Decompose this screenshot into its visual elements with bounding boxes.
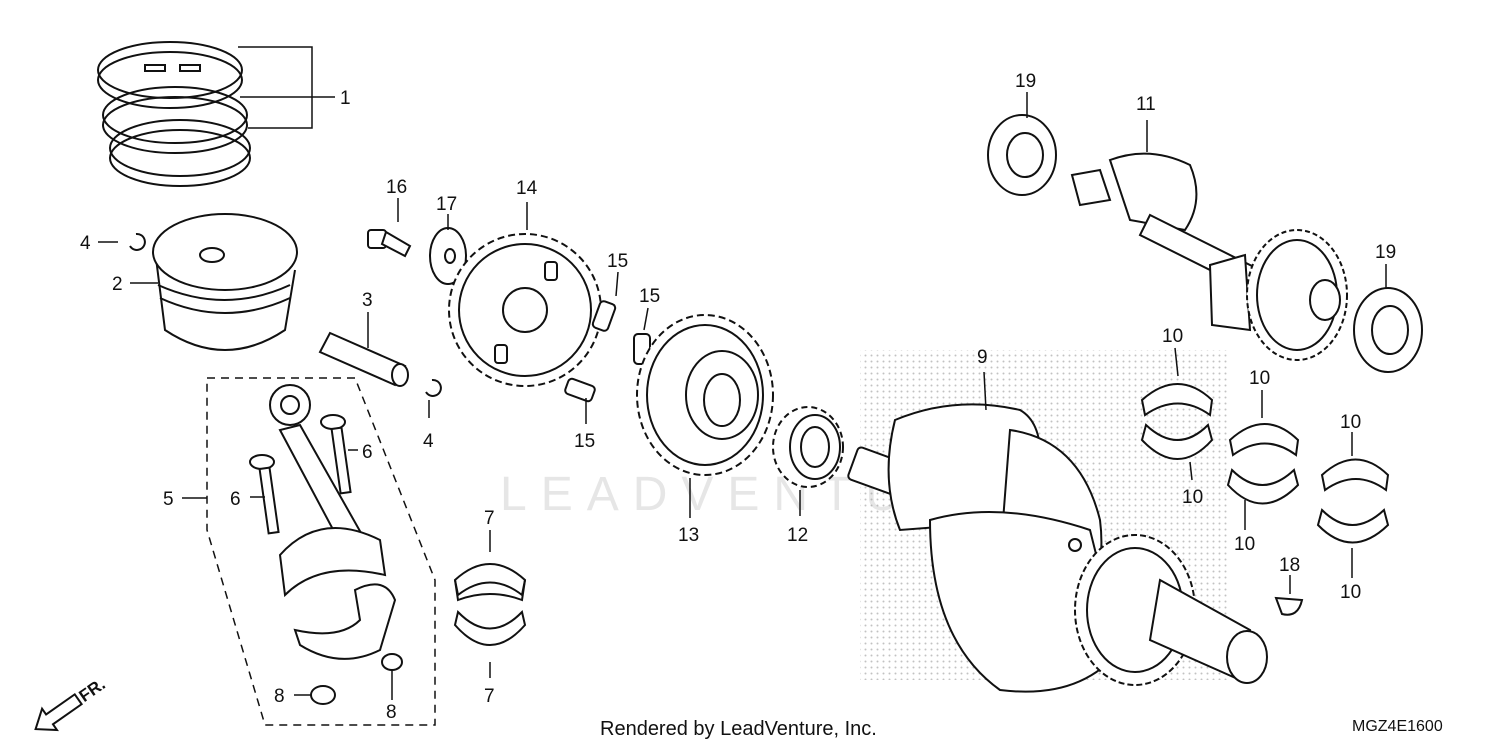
callout-12: 12 [787,525,808,546]
balancer-bearing-left[interactable] [987,114,1057,196]
rod-bolt-left[interactable] [249,454,280,535]
sub-gear[interactable] [448,233,602,387]
callout-6-right: 6 [362,442,373,463]
piston-pin[interactable] [318,331,409,387]
callout-15-b: 15 [639,286,660,307]
main-bearing-2-upper[interactable] [1228,423,1300,457]
main-bearing-3-lower[interactable] [1316,508,1390,544]
main-bearing-1-upper[interactable] [1140,383,1214,417]
primary-drive-gear[interactable] [636,314,774,476]
callout-14: 14 [516,178,538,199]
woodruff-key[interactable] [1274,596,1304,616]
balancer-shaft[interactable] [1070,152,1348,361]
gear-bolt[interactable] [367,229,412,258]
rod-nut-right[interactable] [381,653,403,671]
callout-15-c: 15 [574,431,595,452]
callout-13: 13 [678,525,699,546]
callout-7-lower: 7 [484,686,495,707]
callout-17: 17 [436,194,457,215]
spring-a[interactable] [591,300,617,332]
main-bearing-2-lower[interactable] [1226,468,1300,505]
callout-19-left: 19 [1015,71,1036,92]
main-bearing-1-lower[interactable] [1140,423,1214,460]
washer[interactable] [429,227,467,285]
callout-10-e: 10 [1340,412,1361,433]
callout-4-upper: 4 [80,233,91,254]
callout-10-f: 10 [1340,582,1361,603]
callout-1: 1 [340,88,351,109]
callout-15-a: 15 [607,251,628,272]
rod-nut-left[interactable] [310,685,336,705]
piston-pin-clip-lower[interactable] [425,378,442,397]
callout-10-a: 10 [1162,326,1183,347]
callout-10-d: 10 [1234,534,1255,555]
callout-5: 5 [163,489,174,510]
crankshaft[interactable] [847,403,1268,693]
callout-3: 3 [362,290,373,311]
callout-10-c: 10 [1249,368,1270,389]
callout-10-b: 10 [1182,487,1203,508]
callout-4-lower: 4 [423,431,434,452]
rod-bearing-upper[interactable] [453,563,527,602]
rod-bolt-right[interactable] [320,414,352,495]
timing-gear[interactable] [772,406,844,488]
callout-8-right: 8 [386,702,397,723]
callout-19-right: 19 [1375,242,1396,263]
connecting-rod[interactable] [269,384,397,660]
balancer-bearing-right[interactable] [1353,287,1423,373]
callout-16: 16 [386,177,407,198]
front-direction-arrow: FR. [34,674,109,732]
piston-rings[interactable] [97,41,251,187]
render-credit: Rendered by LeadVenture, Inc. [600,718,877,740]
callout-18: 18 [1279,555,1300,576]
rod-bearing-lower[interactable] [453,609,527,646]
piston-pin-clip-upper[interactable] [129,232,146,251]
callout-11: 11 [1136,94,1156,115]
spring-c[interactable] [564,377,596,403]
callout-8-left: 8 [274,686,285,707]
callout-2: 2 [112,274,123,295]
callout-6-left: 6 [230,489,241,510]
callout-7-upper: 7 [484,508,495,529]
diagram-code: MGZ4E1600 [1352,718,1443,735]
main-bearing-3-upper[interactable] [1320,458,1390,492]
callout-9: 9 [977,347,988,368]
piston[interactable] [152,213,298,351]
